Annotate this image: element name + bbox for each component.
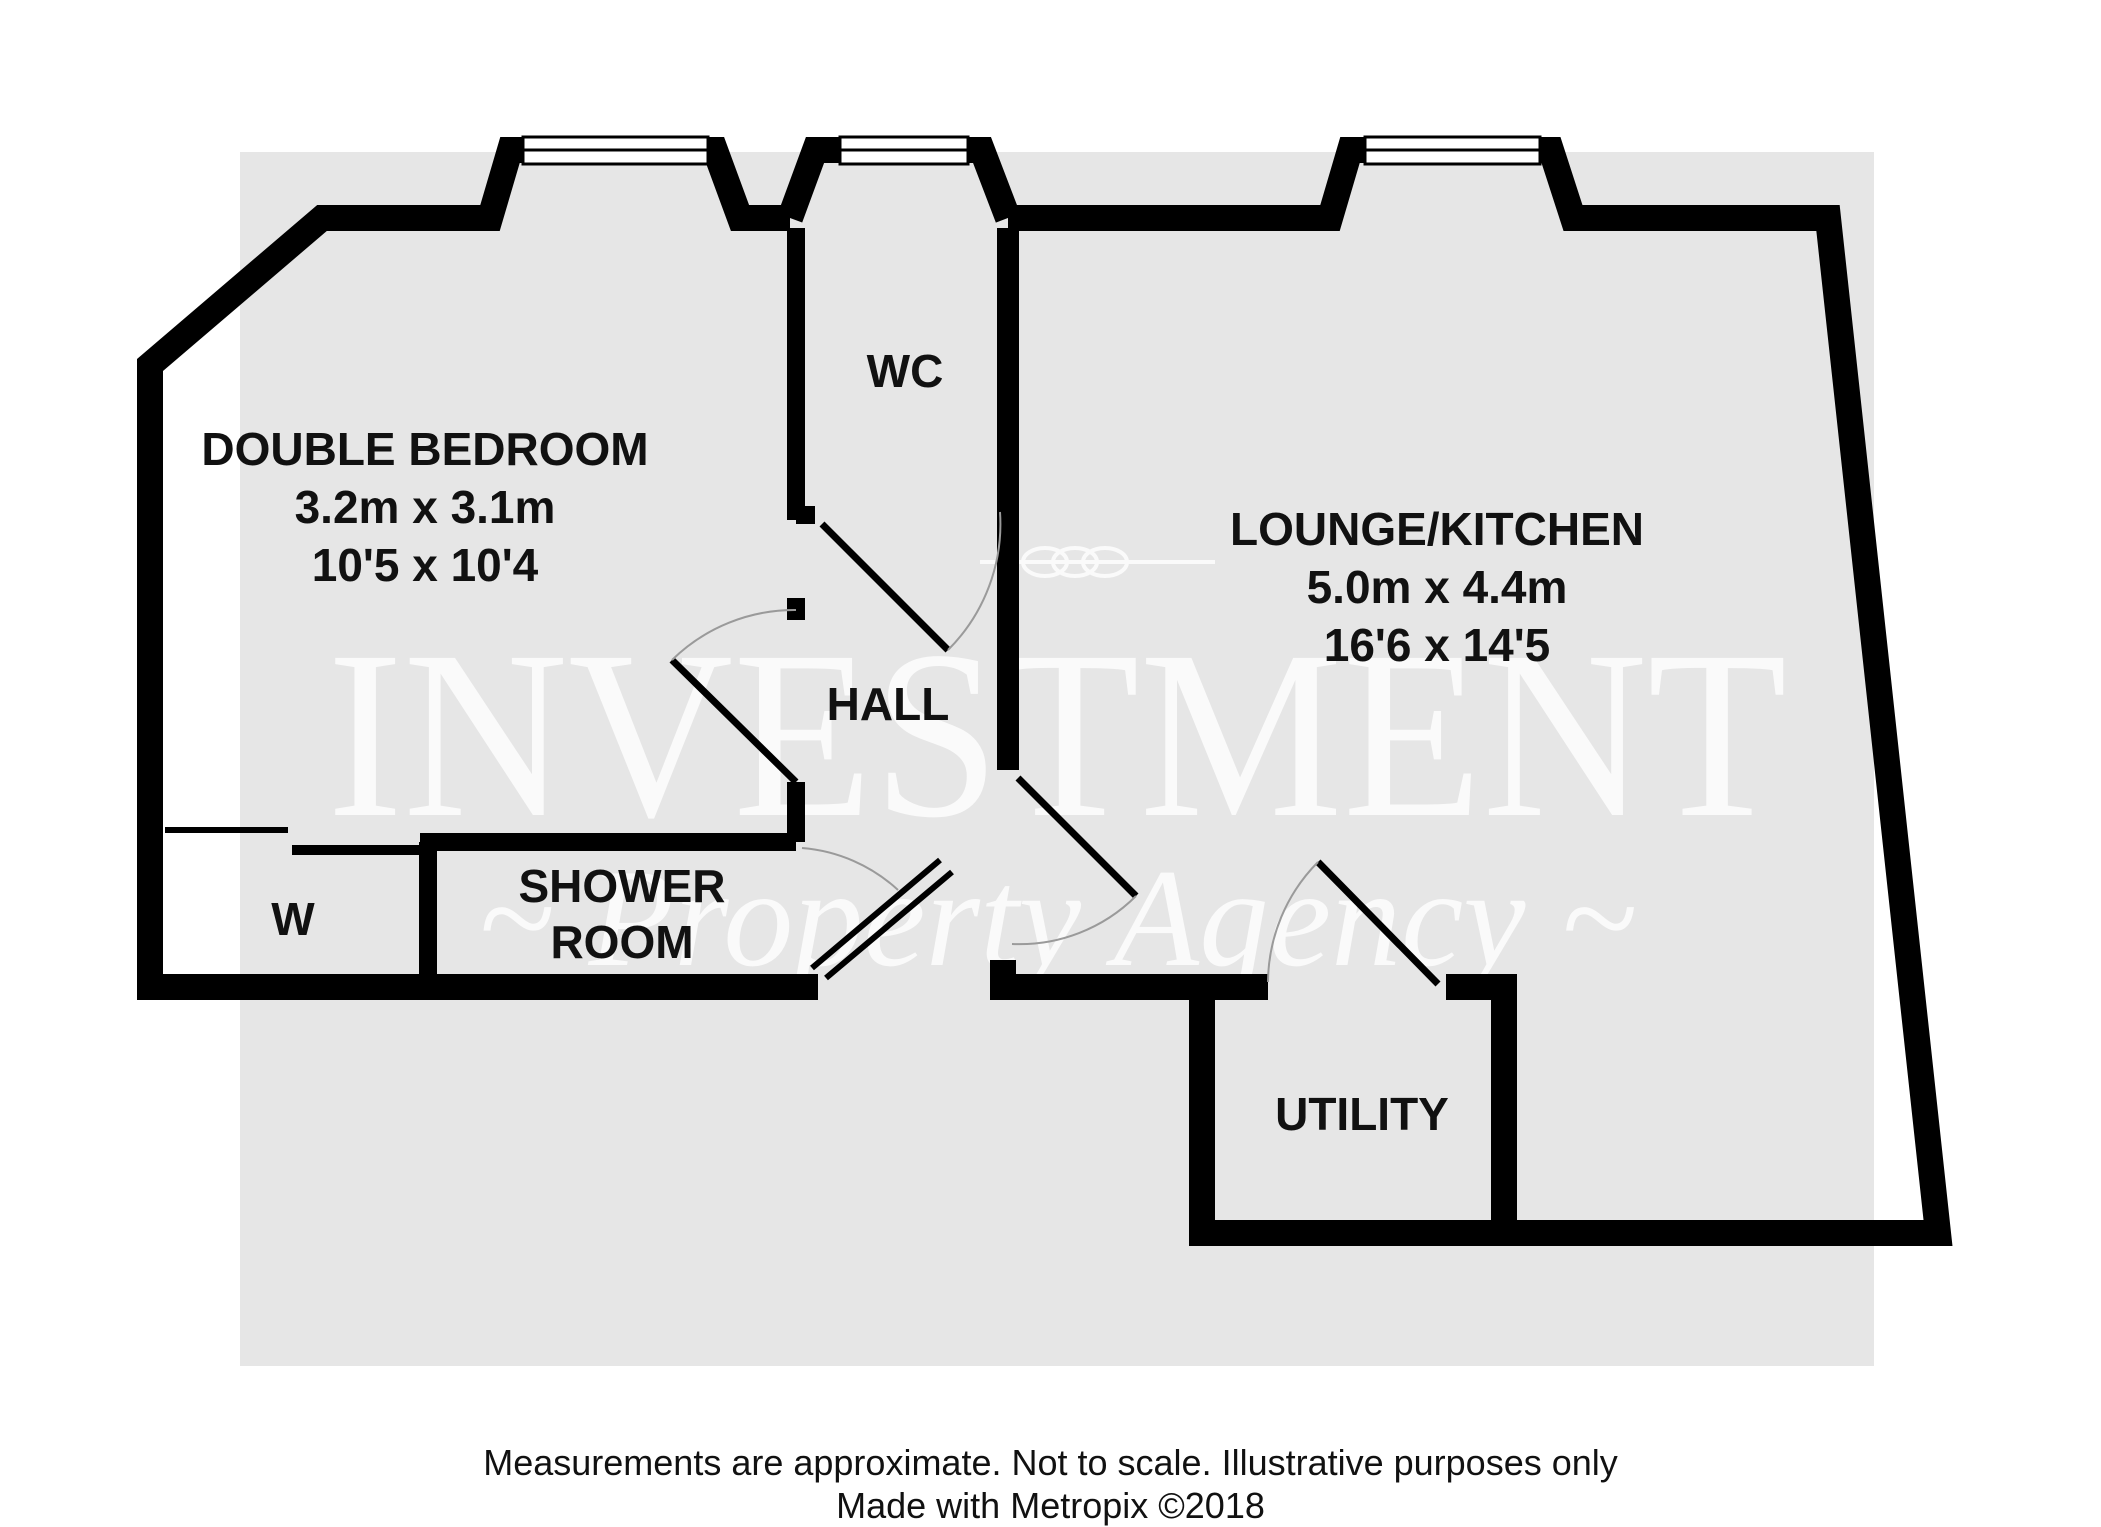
shower-door-a: [810, 857, 942, 971]
lounge-metric: 5.0m x 4.4m: [1307, 561, 1568, 613]
shower-name-line1: SHOWER: [519, 860, 726, 912]
plan-background: [240, 152, 1874, 1366]
watermark-subtitle: ~ Property Agency ~: [478, 841, 1636, 996]
wardrobe-name: W: [271, 893, 315, 945]
bedroom-imperial: 10'5 x 10'4: [312, 539, 539, 591]
utility-door: [1315, 859, 1441, 987]
utility-wall: [1446, 974, 1517, 1233]
bedroom-door-swing: [671, 608, 797, 661]
room-labels: DOUBLE BEDROOM 3.2m x 3.1m 10'5 x 10'4 W…: [201, 345, 1644, 1140]
wc-name: WC: [867, 345, 944, 397]
bedroom-outer-wall: [137, 137, 818, 1000]
shower-door-b: [824, 869, 954, 981]
lounge-imperial: 16'6 x 14'5: [1324, 619, 1551, 671]
footer-credit: Made with Metropix ©2018: [836, 1485, 1265, 1526]
bedroom-name: DOUBLE BEDROOM: [201, 423, 648, 475]
lounge-outer-wall: [1008, 137, 1953, 1246]
bedroom-door: [669, 657, 799, 785]
watermark-title: INVESTMENT: [327, 601, 1787, 867]
shower-door-swing: [801, 847, 899, 891]
lounge-door: [1015, 775, 1139, 899]
wc-door: [819, 521, 951, 653]
lounge-door-swing: [1011, 895, 1137, 946]
doors: [669, 511, 1441, 987]
hall-name: HALL: [827, 678, 950, 730]
utility-door-swing: [1267, 861, 1319, 983]
shower-name-line2: ROOM: [550, 916, 693, 968]
interior-walls: [165, 228, 1019, 980]
lounge-name: LOUNGE/KITCHEN: [1230, 503, 1644, 555]
watermark-ornament: [980, 546, 1215, 578]
bedroom-metric: 3.2m x 3.1m: [295, 481, 556, 533]
watermark: INVESTMENT ~ Property Agency ~: [327, 546, 1787, 996]
windows: [521, 135, 1542, 166]
wc-door-swing: [947, 511, 1002, 651]
utility-name: UTILITY: [1275, 1088, 1449, 1140]
footer-disclaimer: Measurements are approximate. Not to sca…: [483, 1442, 1618, 1483]
